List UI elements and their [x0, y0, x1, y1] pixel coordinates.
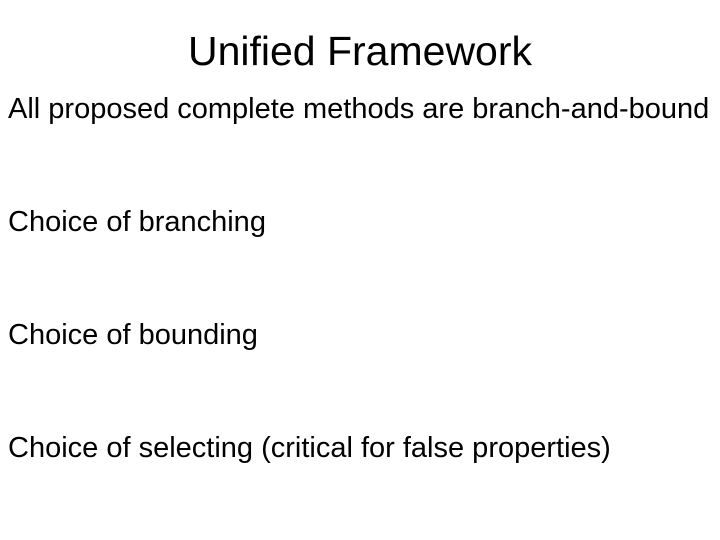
- slide-body: All proposed complete methods are branch…: [8, 92, 720, 465]
- body-line-2: Choice of branching: [8, 206, 266, 238]
- body-line-1: All proposed complete methods are branch…: [8, 93, 710, 125]
- body-line-3: Choice of bounding: [8, 319, 258, 351]
- body-line-4: Choice of selecting (critical for false …: [8, 432, 611, 464]
- slide-title: Unified Framework: [187, 28, 533, 75]
